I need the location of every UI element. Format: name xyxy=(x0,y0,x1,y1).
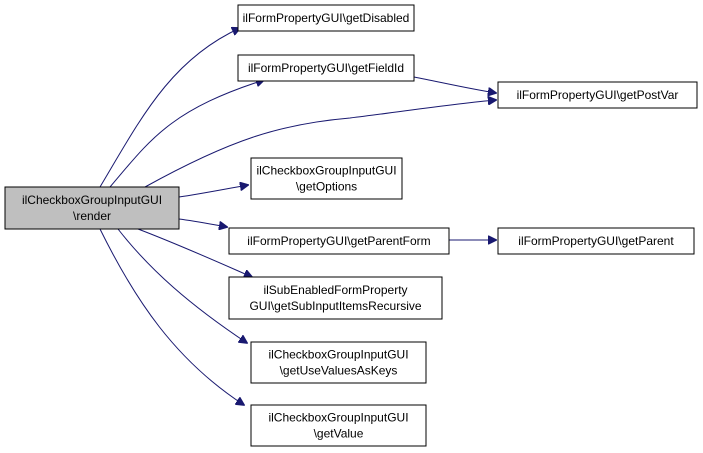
edge-render-to-getFieldId xyxy=(109,80,264,188)
node-box xyxy=(250,157,403,200)
node-label: \render xyxy=(73,209,111,223)
node-box xyxy=(250,341,427,384)
edge-render-to-getSubInputItemsRecursive xyxy=(137,228,252,277)
node-getParentForm[interactable]: ilFormPropertyGUI\getParentForm xyxy=(228,227,450,255)
node-getFieldId[interactable]: ilFormPropertyGUI\getFieldId xyxy=(237,54,415,82)
node-label: ilCheckboxGroupInputGUI xyxy=(268,348,408,362)
node-box xyxy=(250,404,427,447)
node-label: \getOptions xyxy=(296,180,357,194)
edge-getFieldId-to-getPostVar xyxy=(413,76,496,93)
edge-render-to-getValue xyxy=(99,228,244,405)
node-label: \getUseValuesAsKeys xyxy=(280,364,398,378)
node-label: ilFormPropertyGUI\getFieldId xyxy=(248,61,404,75)
edge-render-to-getDisabled xyxy=(99,28,240,188)
node-getUseValuesAsKeys[interactable]: ilCheckboxGroupInputGUI \getUseValuesAsKe… xyxy=(250,341,427,384)
edge-render-to-getOptions xyxy=(178,185,248,198)
node-box xyxy=(497,81,698,109)
node-box xyxy=(4,186,180,230)
node-box xyxy=(237,54,415,82)
edge-render-to-getParentForm xyxy=(178,218,227,227)
node-getValue[interactable]: ilCheckboxGroupInputGUI \getValue xyxy=(250,404,427,447)
node-getSubInputItemsRecursive[interactable]: ilSubEnabledFormPropertyGUI\getSubInputI… xyxy=(228,276,443,320)
edge-render-to-getUseValuesAsKeys xyxy=(117,228,247,343)
node-label: \getValue xyxy=(314,427,364,441)
node-label: ilSubEnabledFormProperty xyxy=(263,283,407,297)
node-getPostVar[interactable]: ilFormPropertyGUI\getPostVar xyxy=(497,81,698,109)
node-box xyxy=(228,227,450,255)
node-box xyxy=(237,4,415,32)
node-label: ilCheckboxGroupInputGUI xyxy=(22,193,162,207)
node-box xyxy=(228,276,443,320)
node-render[interactable]: ilCheckboxGroupInputGUI \render xyxy=(4,186,180,230)
node-label: ilCheckboxGroupInputGUI xyxy=(268,411,408,425)
node-label: ilFormPropertyGUI\getDisabled xyxy=(243,11,410,25)
node-label: ilFormPropertyGUI\getPostVar xyxy=(517,88,679,102)
node-label: ilFormPropertyGUI\getParent xyxy=(518,234,674,248)
node-label: GUI\getSubInputItemsRecursive xyxy=(249,299,421,313)
node-getOptions[interactable]: ilCheckboxGroupInputGUI \getOptions xyxy=(250,157,403,200)
edge-render-to-getPostVar xyxy=(144,100,496,188)
node-getDisabled[interactable]: ilFormPropertyGUI\getDisabled xyxy=(237,4,415,32)
node-getParent[interactable]: ilFormPropertyGUI\getParent xyxy=(497,227,695,255)
node-label: ilCheckboxGroupInputGUI xyxy=(256,164,396,178)
node-box xyxy=(497,227,695,255)
node-label: ilFormPropertyGUI\getParentForm xyxy=(247,234,430,248)
